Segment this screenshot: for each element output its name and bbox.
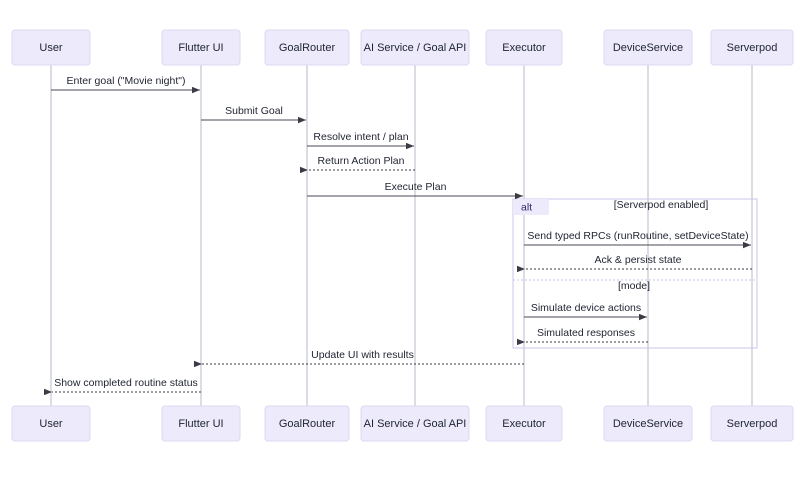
participant-box-goal_router-top[interactable] (264, 29, 350, 66)
alt-condition-label-0: [Serverpod enabled] (614, 199, 709, 211)
participant-label-user-bottom: User (39, 418, 63, 430)
participant-box-executor-bottom[interactable] (485, 405, 563, 442)
participant-box-goal_router-bottom[interactable] (264, 405, 350, 442)
participant-label-ai_service-top: AI Service / Goal API (364, 42, 467, 54)
participant-box-flutter_ui-bottom[interactable] (161, 405, 241, 442)
message-label-m11: Show completed routine status (54, 377, 198, 389)
participant-box-device_service-bottom[interactable] (603, 405, 693, 442)
participant-box-device_service-top[interactable] (603, 29, 693, 66)
alt-fragment-group: alt [Serverpod enabled] [mode] (512, 198, 758, 349)
participant-box-ai_service-bottom[interactable] (360, 405, 470, 442)
participant-label-goal_router-top: GoalRouter (279, 42, 336, 54)
participant-label-device_service-bottom: DeviceService (613, 418, 683, 430)
participant-label-user-top: User (39, 42, 63, 54)
participant-label-executor-bottom: Executor (502, 418, 546, 430)
alt-tag-background (513, 199, 549, 215)
participant-box-serverpod-bottom[interactable] (710, 405, 794, 442)
message-label-m2: Submit Goal (225, 105, 283, 117)
participant-boxes-top: User Flutter UI GoalRouter AI Service / Goa… (11, 29, 794, 66)
participant-label-serverpod-bottom: Serverpod (727, 418, 778, 430)
participant-label-serverpod-top: Serverpod (727, 42, 778, 54)
participant-label-goal_router-bottom: GoalRouter (279, 418, 336, 430)
participant-boxes-bottom: User Flutter UI GoalRouter AI Service / Goa… (11, 405, 794, 442)
participant-box-serverpod-top[interactable] (710, 29, 794, 66)
participant-label-flutter_ui-top: Flutter UI (178, 42, 223, 54)
participant-box-ai_service-top[interactable] (360, 29, 470, 66)
message-label-m9: Simulated responses (537, 327, 635, 339)
message-label-m6: Send typed RPCs (runRoutine, setDeviceSt… (527, 230, 748, 242)
alt-condition-label-1: [mode] (618, 280, 650, 292)
message-label-m1: Enter goal ("Movie night") (67, 75, 186, 87)
message-label-m5: Execute Plan (385, 181, 447, 193)
participant-box-user-top[interactable] (11, 29, 91, 66)
message-label-m10: Update UI with results (311, 349, 414, 361)
message-label-m7: Ack & persist state (595, 254, 682, 266)
participant-label-device_service-top: DeviceService (613, 42, 683, 54)
messages-group: Enter goal ("Movie night") Submit GoalRes… (44, 75, 752, 396)
participant-label-ai_service-bottom: AI Service / Goal API (364, 418, 467, 430)
alt-fragment-frame (512, 198, 758, 349)
message-label-m3: Resolve intent / plan (313, 131, 408, 143)
participant-box-flutter_ui-top[interactable] (161, 29, 241, 66)
message-label-m8: Simulate device actions (531, 302, 641, 314)
message-label-m4: Return Action Plan (318, 155, 405, 167)
participant-label-flutter_ui-bottom: Flutter UI (178, 418, 223, 430)
lifelines-group (50, 65, 753, 406)
participant-box-user-bottom[interactable] (11, 405, 91, 442)
alt-tag-label: alt (521, 202, 532, 214)
participant-label-executor-top: Executor (502, 42, 546, 54)
participant-box-executor-top[interactable] (485, 29, 563, 66)
